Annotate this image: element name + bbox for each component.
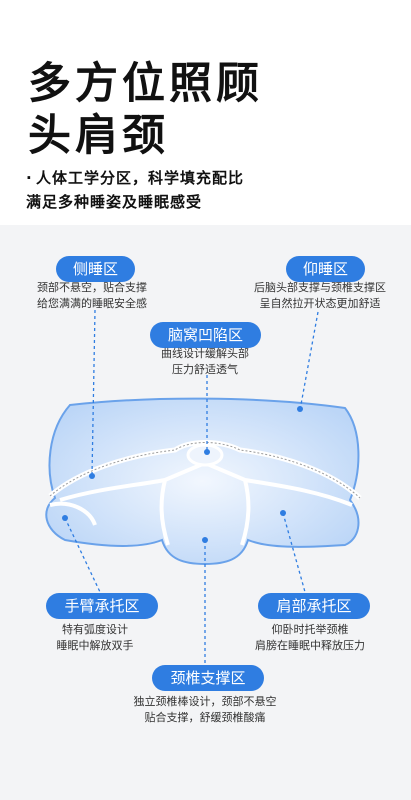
marker-brain-nest <box>204 449 210 455</box>
neck-support-desc-2: 贴合支撑，舒缓颈椎酸痛 <box>144 711 266 724</box>
marker-shoulder <box>280 510 286 516</box>
side-sleep-desc-1: 颈部不悬空，贴合支撑 <box>37 281 147 294</box>
brain-nest-label: 脑窝凹陷区 <box>150 322 261 348</box>
marker-supine <box>297 406 303 412</box>
subtitle-line-2: 满足多种睡姿及睡眠感受 <box>26 193 203 211</box>
title-line-2: 头肩颈 <box>28 111 169 161</box>
supine-desc-1: 后脑头部支撑与颈椎支撑区 <box>254 281 386 294</box>
title-line-1: 多方位照顾 <box>28 59 263 109</box>
neck-support-desc: 独立颈椎棒设计，颈部不悬空 贴合支撑，舒缓颈椎酸痛 <box>115 694 295 726</box>
leader-supine <box>299 311 319 411</box>
supine-label: 仰睡区 <box>286 256 365 282</box>
shoulder-support-desc-1: 仰卧时托举颈椎 <box>271 623 349 636</box>
bullet-icon: · <box>26 169 33 187</box>
subtitle-line-1: 人体工学分区，科学填充配比 <box>36 169 245 187</box>
shoulder-support-desc-2: 肩膀在睡眠中释放压力 <box>255 639 365 652</box>
subtitle: ·人体工学分区，科学填充配比 满足多种睡姿及睡眠感受 <box>26 166 386 214</box>
arm-support-label: 手臂承托区 <box>46 593 158 619</box>
leader-shoulder <box>282 512 306 593</box>
side-sleep-desc: 颈部不悬空，贴合支撑 给您满满的睡眠安全感 <box>22 280 162 312</box>
marker-neck <box>202 537 208 543</box>
zone-seam-left-arm <box>49 501 97 526</box>
zone-seam-center-right <box>240 479 251 546</box>
side-sleep-label: 侧睡区 <box>56 256 135 282</box>
pillow-body <box>45 397 360 566</box>
marker-side-sleep <box>89 473 95 479</box>
supine-desc: 后脑头部支撑与颈椎支撑区 呈自然拉开状态更加舒适 <box>245 280 395 312</box>
neck-support-label: 颈椎支撑区 <box>152 665 264 691</box>
brain-nest-desc-2: 压力舒适透气 <box>172 363 238 376</box>
arm-support-desc-1: 特有弧度设计 <box>62 623 128 636</box>
neck-support-desc-1: 独立颈椎棒设计，颈部不悬空 <box>133 695 277 708</box>
side-sleep-desc-2: 给您满满的睡眠安全感 <box>37 297 147 310</box>
zone-seam-center-left <box>159 479 170 546</box>
shoulder-support-label: 肩部承托区 <box>258 593 370 619</box>
arm-support-desc-2: 睡眠中解放双手 <box>56 639 134 652</box>
brain-nest-desc-1: 曲线设计缓解头部 <box>161 347 249 360</box>
leader-arm <box>64 517 101 593</box>
shoulder-support-desc: 仰卧时托举颈椎 肩膀在睡眠中释放压力 <box>235 622 385 654</box>
arm-support-desc: 特有弧度设计 睡眠中解放双手 <box>20 622 170 654</box>
marker-arm <box>62 515 68 521</box>
page-title: 多方位照顾 头肩颈 <box>28 58 388 162</box>
brain-nest-desc: 曲线设计缓解头部 压力舒适透气 <box>130 346 280 378</box>
brain-nest-oval <box>186 443 224 467</box>
supine-desc-2: 呈自然拉开状态更加舒适 <box>259 297 381 310</box>
zone-seam-upper-dash <box>49 442 361 499</box>
